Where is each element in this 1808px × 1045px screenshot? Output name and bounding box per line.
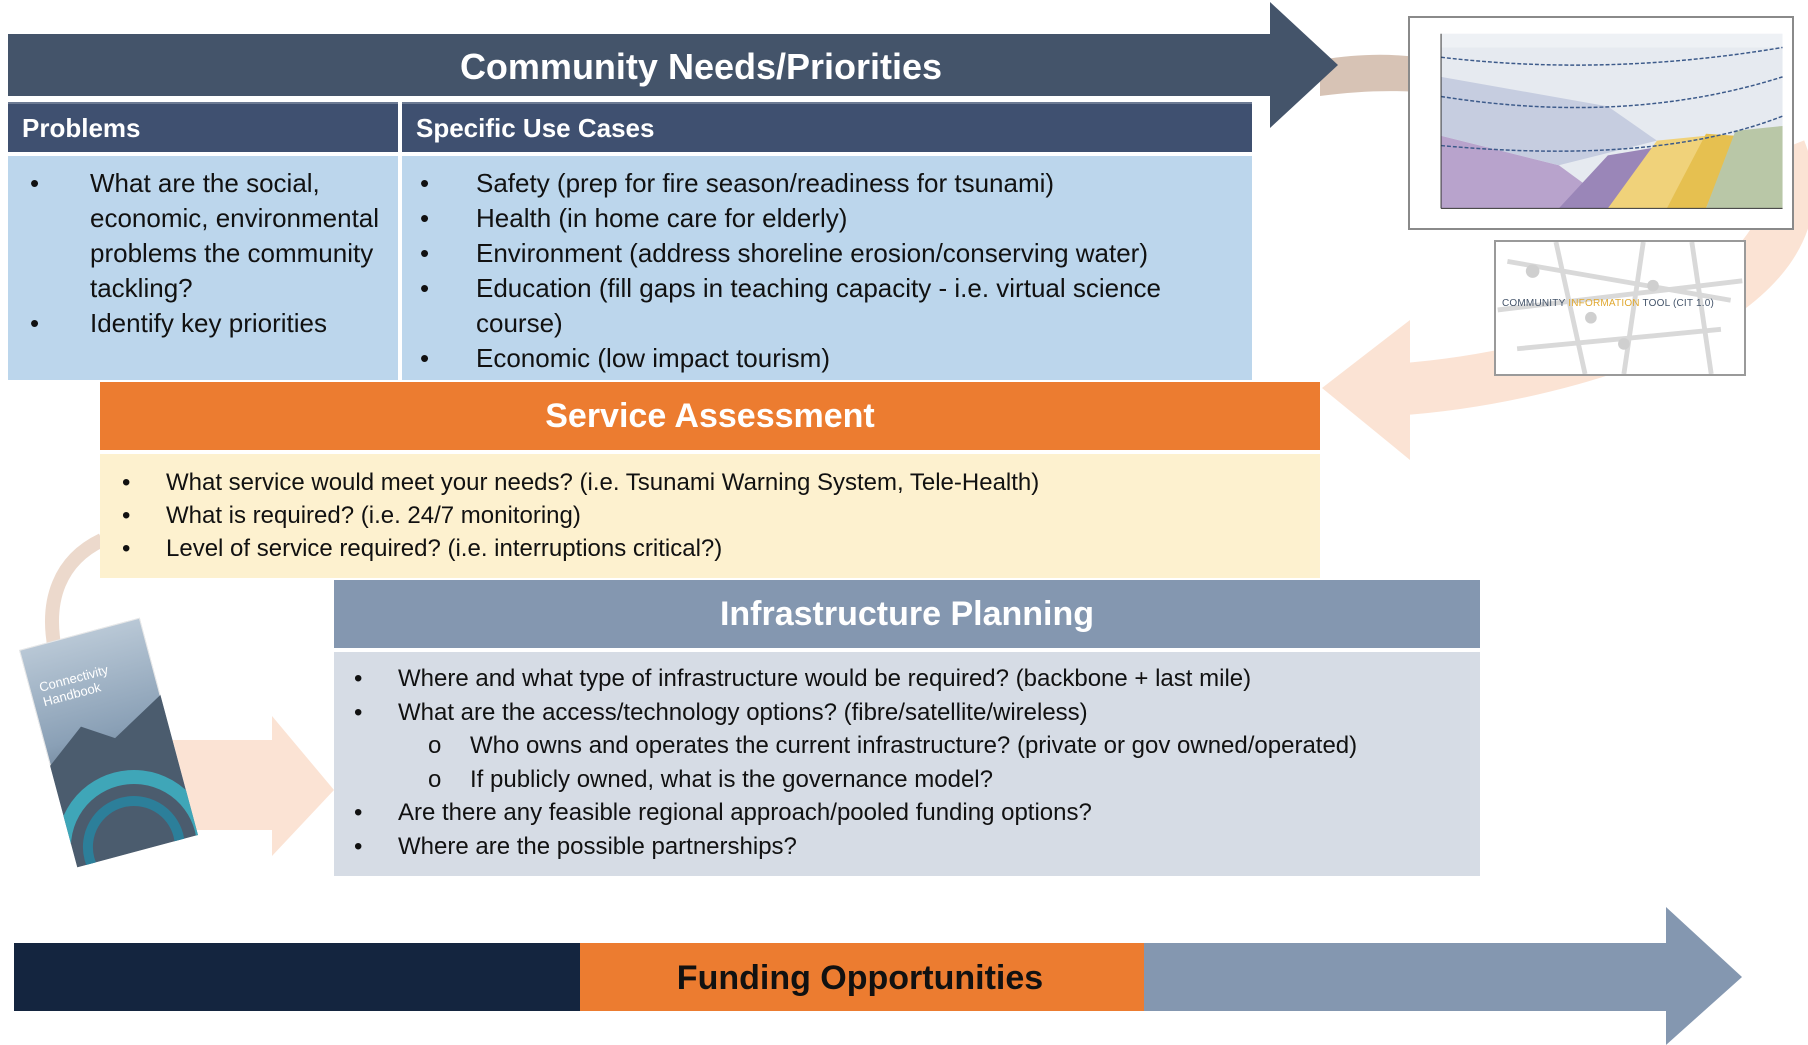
use-cases-list: • Safety (prep for fire season/readiness … — [416, 166, 1246, 376]
return-arrow-head — [1322, 320, 1410, 460]
infrastructure-text: Are there any feasible regional approach… — [398, 799, 1092, 826]
bullet: • — [420, 203, 430, 233]
infrastructure-text: Where and what type of infrastructure wo… — [398, 665, 1252, 692]
sub-bullet: o — [428, 765, 442, 793]
service-assessment-title: Service Assessment — [545, 397, 875, 435]
problem-text: Identify key priorities — [90, 308, 327, 338]
service-text: Level of service required? (i.e. interru… — [166, 535, 723, 562]
bullet: • — [30, 168, 40, 198]
infrastructure-subitem: o Who owns and operates the current infra… — [354, 729, 1474, 763]
infrastructure-item: • What are the access/technology options?… — [354, 696, 1474, 730]
cit-label-part: COMMUNITY — [1502, 298, 1569, 309]
use-case-item: • Economic (low impact tourism) — [416, 341, 1246, 376]
service-item: • Level of service required? (i.e. interr… — [122, 532, 1312, 565]
infrastructure-text: If publicly owned, what is the governanc… — [470, 765, 993, 793]
infrastructure-list: • Where and what type of infrastructure w… — [354, 662, 1474, 863]
service-item: • What is required? (i.e. 24/7 monitoring… — [122, 499, 1312, 532]
service-item: • What service would meet your needs? (i.… — [122, 466, 1312, 499]
use-cases-header: Specific Use Cases — [402, 102, 1252, 152]
bullet: • — [354, 799, 363, 826]
funding-segment-orange — [580, 943, 1144, 1011]
use-case-text: Safety (prep for fire season/readiness f… — [476, 168, 1055, 198]
framework-thumbnail — [1408, 16, 1794, 230]
funding-segment-navy — [14, 943, 580, 1011]
infrastructure-planning-header — [334, 580, 1480, 648]
infrastructure-item: • Where are the possible partnerships? — [354, 830, 1474, 864]
service-text: What is required? (i.e. 24/7 monitoring) — [166, 502, 581, 529]
cit-label: COMMUNITY INFORMATION TOOL (CIT 1.0) — [1502, 298, 1742, 309]
infrastructure-text: Who owns and operates the current infras… — [470, 732, 1358, 759]
bullet: • — [354, 698, 363, 726]
community-information-tool-thumbnail: COMMUNITY INFORMATION TOOL (CIT 1.0) — [1494, 240, 1746, 376]
infrastructure-text: Where are the possible partnerships? — [398, 832, 797, 860]
problems-header: Problems — [8, 102, 398, 152]
infrastructure-text: What are the access/technology options? … — [398, 698, 1088, 726]
funding-segment-slate — [1144, 907, 1742, 1045]
bullet: • — [354, 832, 363, 860]
cit-label-part: TOOL (CIT 1.0) — [1639, 298, 1715, 309]
infrastructure-planning-panel: • Where and what type of infrastructure w… — [334, 652, 1480, 876]
bullet: • — [354, 665, 363, 692]
funding-opportunities-title: Funding Opportunities — [676, 959, 1044, 997]
bullet: • — [30, 308, 40, 338]
bullet: • — [420, 343, 430, 373]
bullet: • — [420, 238, 430, 268]
service-list: • What service would meet your needs? (i.… — [122, 466, 1312, 565]
problem-item: • What are the social, economic, environm… — [22, 166, 392, 306]
sub-bullet: o — [428, 732, 442, 759]
service-text: What service would meet your needs? (i.e… — [166, 469, 1040, 496]
bullet: • — [420, 273, 430, 303]
problem-text: What are the social, economic, environme… — [90, 168, 380, 303]
use-case-text: Environment (address shoreline erosion/c… — [476, 238, 1148, 268]
use-case-item: • Environment (address shoreline erosion/… — [416, 236, 1246, 271]
use-case-item: • Safety (prep for fire season/readiness … — [416, 166, 1246, 201]
infrastructure-item: • Where and what type of infrastructure w… — [354, 662, 1474, 696]
use-case-text: Education (fill gaps in teaching capacit… — [476, 273, 1162, 338]
infrastructure-item: • Are there any feasible regional approac… — [354, 796, 1474, 830]
use-case-item: • Education (fill gaps in teaching capaci… — [416, 271, 1246, 341]
infrastructure-planning-title: Infrastructure Planning — [719, 595, 1095, 633]
problems-panel: • What are the social, economic, environm… — [8, 156, 398, 380]
bullet: • — [122, 502, 131, 529]
bullet: • — [122, 469, 131, 496]
use-case-text: Health (in home care for elderly) — [476, 203, 848, 233]
map-graphic — [1497, 242, 1743, 374]
problem-item: • Identify key priorities — [22, 306, 392, 341]
problems-list: • What are the social, economic, environm… — [22, 166, 392, 341]
cit-label-highlight: INFORMATION — [1568, 298, 1640, 309]
community-needs-title: Community Needs/Priorities — [459, 46, 943, 87]
use-case-item: • Health (in home care for elderly) — [416, 201, 1246, 236]
bullet: • — [122, 535, 131, 562]
framework-graphic — [1440, 33, 1783, 209]
handbook-connector — [45, 533, 106, 652]
infrastructure-subitem: o If publicly owned, what is the governan… — [354, 763, 1474, 797]
bullet: • — [420, 168, 430, 198]
use-case-text: Economic (low impact tourism) — [476, 343, 830, 373]
service-assessment-header — [100, 382, 1320, 450]
handbook-arrow — [160, 716, 334, 856]
service-assessment-panel: • What service would meet your needs? (i.… — [100, 454, 1320, 578]
funding-arrow — [14, 907, 1742, 1045]
community-arrow — [8, 2, 1338, 128]
use-cases-panel: • Safety (prep for fire season/readiness … — [402, 156, 1252, 380]
